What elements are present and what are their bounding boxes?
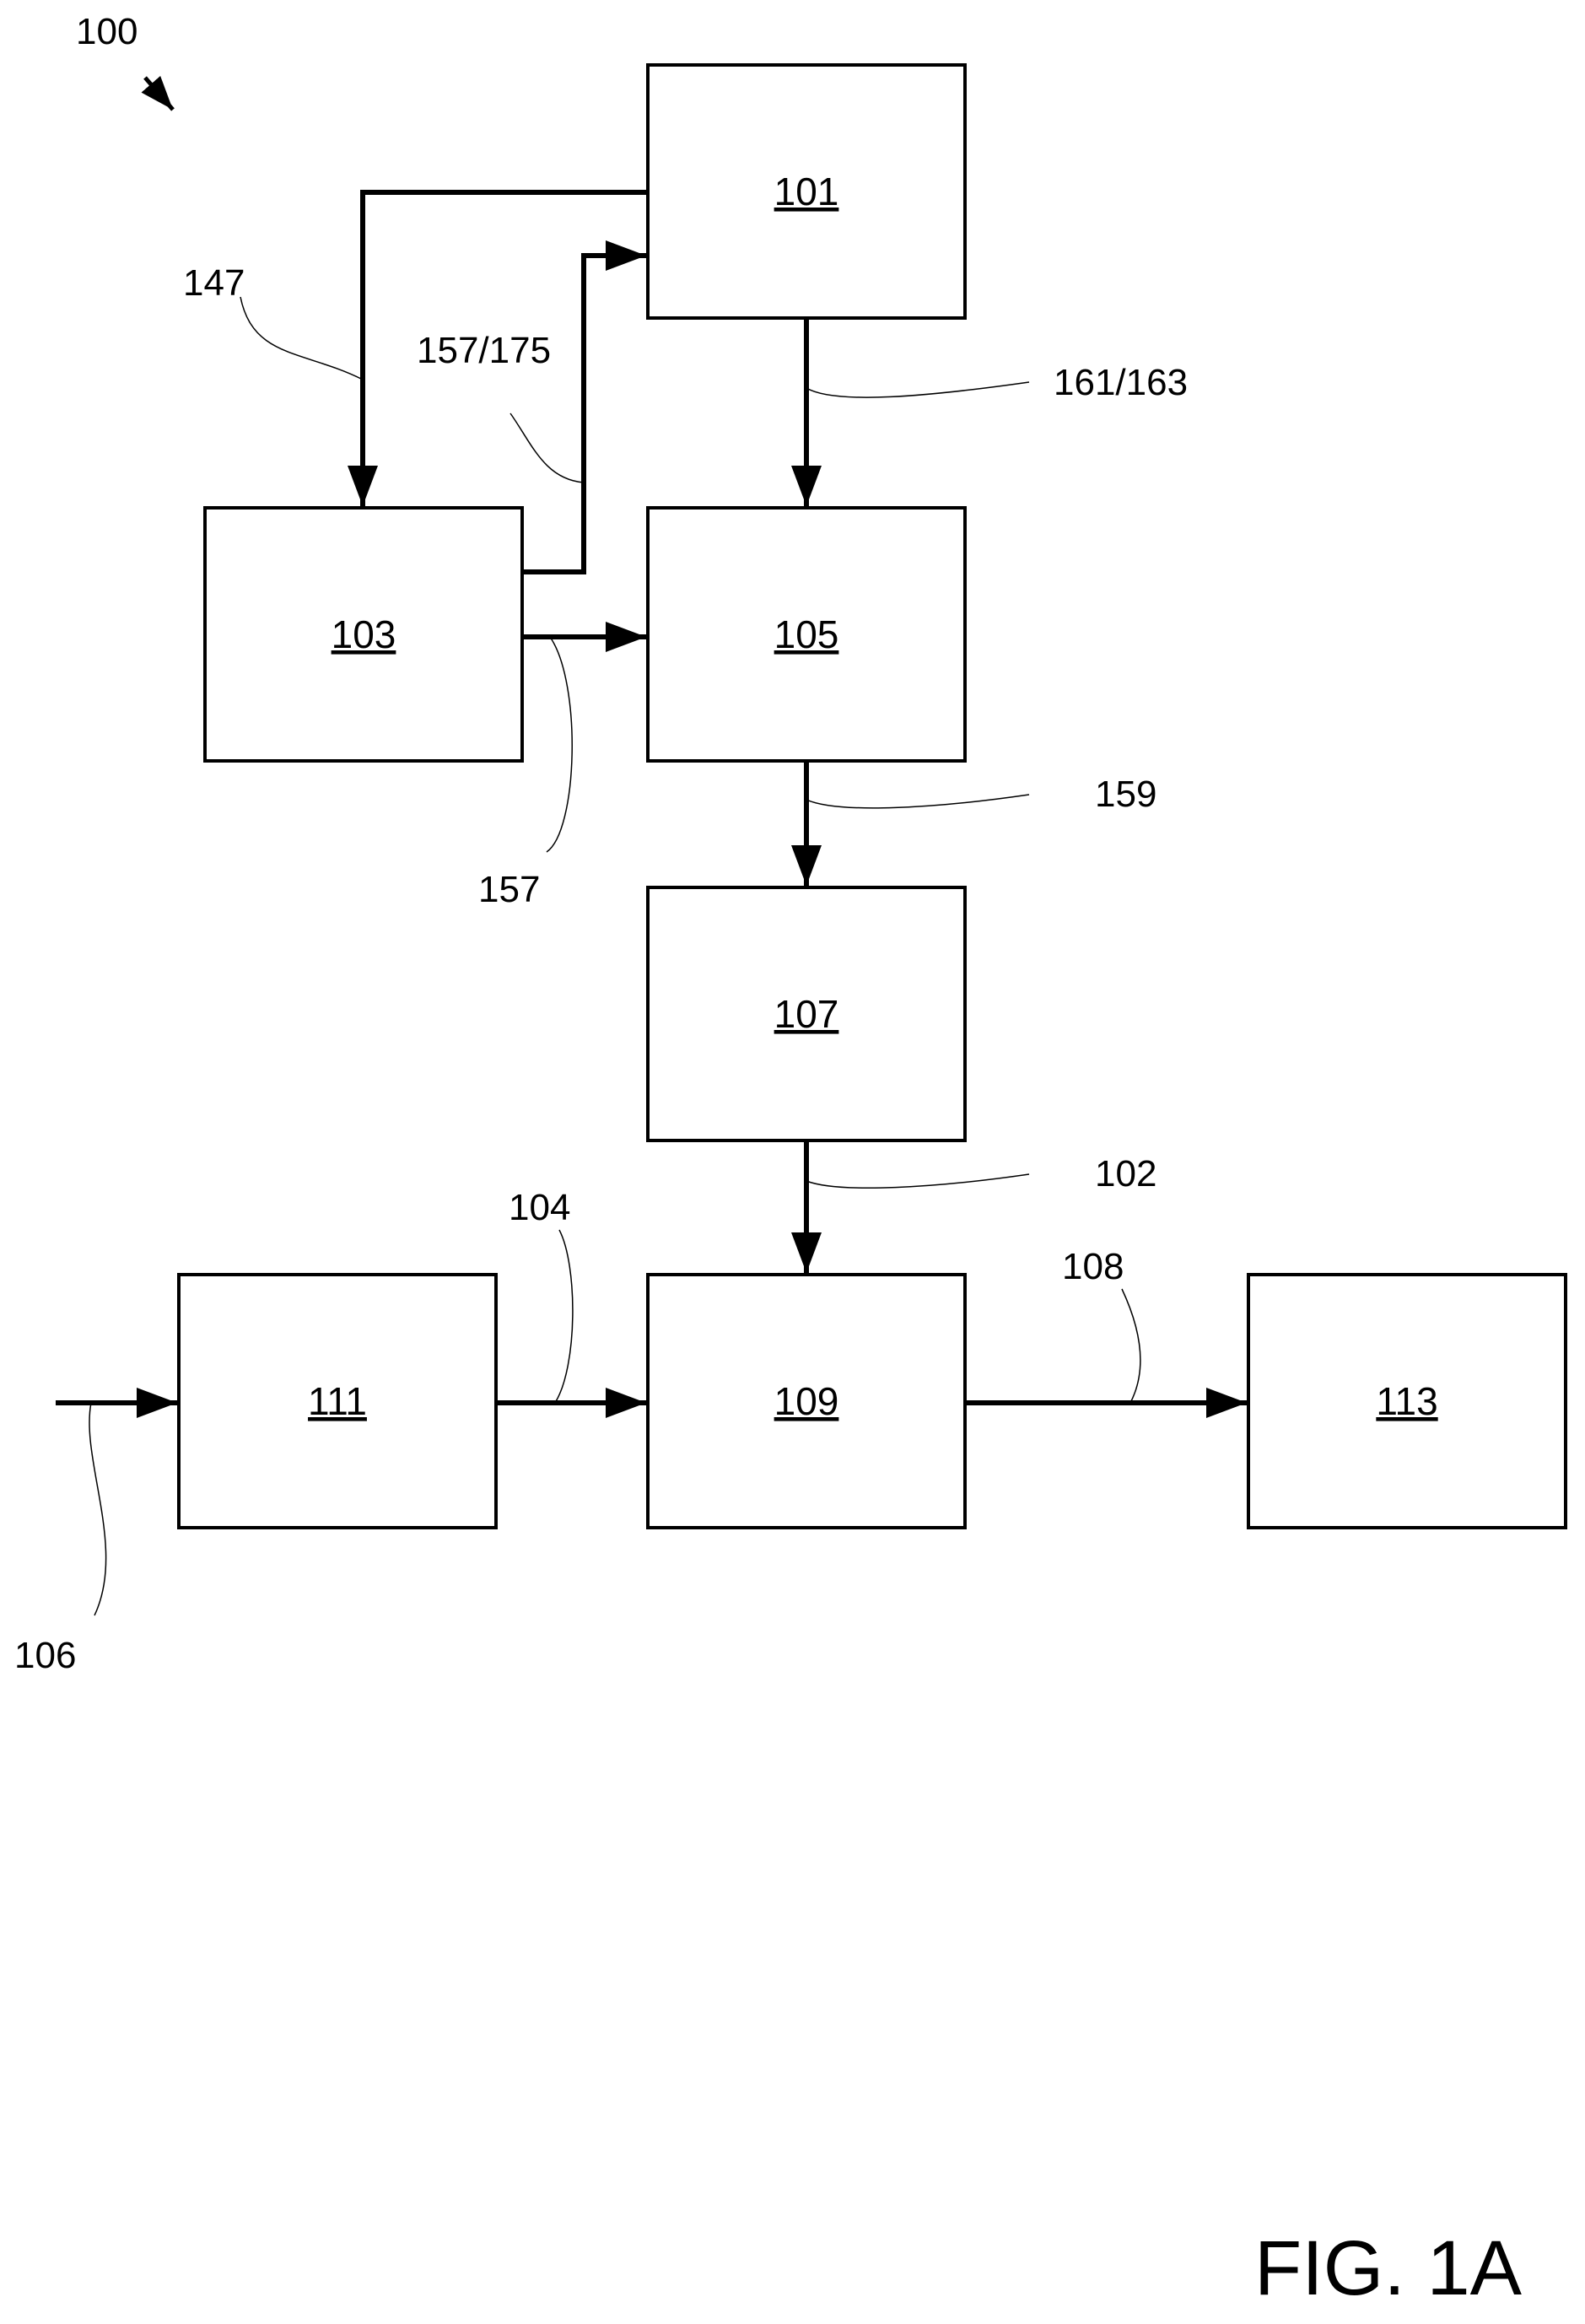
flow-147-label: 147 (183, 262, 245, 304)
flow-102-leader (806, 1174, 1029, 1188)
block-107: 107 (648, 887, 965, 1140)
block-109-label: 109 (774, 1379, 839, 1423)
block-105: 105 (648, 508, 965, 761)
flow-161-163-label: 161/163 (1054, 362, 1188, 403)
block-109: 109 (648, 1275, 965, 1528)
block-111-label: 111 (308, 1379, 367, 1423)
flow-157-175-arrow (522, 256, 646, 572)
flow-159-label: 159 (1095, 774, 1156, 815)
flow-108-leader (1122, 1289, 1140, 1403)
block-103-label: 103 (332, 612, 396, 656)
flow-157-175-label: 157/175 (417, 330, 551, 371)
flow-106-leader (89, 1403, 106, 1615)
flow-104-label: 104 (509, 1187, 570, 1228)
block-113-label: 113 (1376, 1379, 1437, 1423)
block-103: 103 (205, 508, 522, 761)
flow-161-163-leader (806, 382, 1029, 397)
block-101-label: 101 (774, 170, 839, 213)
block-107-label: 107 (774, 992, 839, 1036)
block-113: 113 (1248, 1275, 1566, 1528)
flow-108-label: 108 (1062, 1246, 1124, 1287)
flow-147-leader (240, 297, 363, 380)
block-105-label: 105 (774, 612, 839, 656)
flow-157-175-leader (510, 413, 584, 483)
flow-157-leader (547, 637, 572, 852)
figure-caption: FIG. 1A (1254, 2225, 1523, 2311)
figure-reference-arrow (145, 78, 173, 110)
block-111: 111 (179, 1275, 496, 1528)
flow-106-label: 106 (14, 1635, 76, 1676)
block-101: 101 (648, 65, 965, 318)
flow-157-label: 157 (478, 869, 540, 910)
flow-104-leader (555, 1230, 573, 1403)
flow-102-label: 102 (1095, 1153, 1156, 1194)
figure-reference-label: 100 (76, 11, 137, 52)
flow-159-leader (806, 795, 1029, 808)
